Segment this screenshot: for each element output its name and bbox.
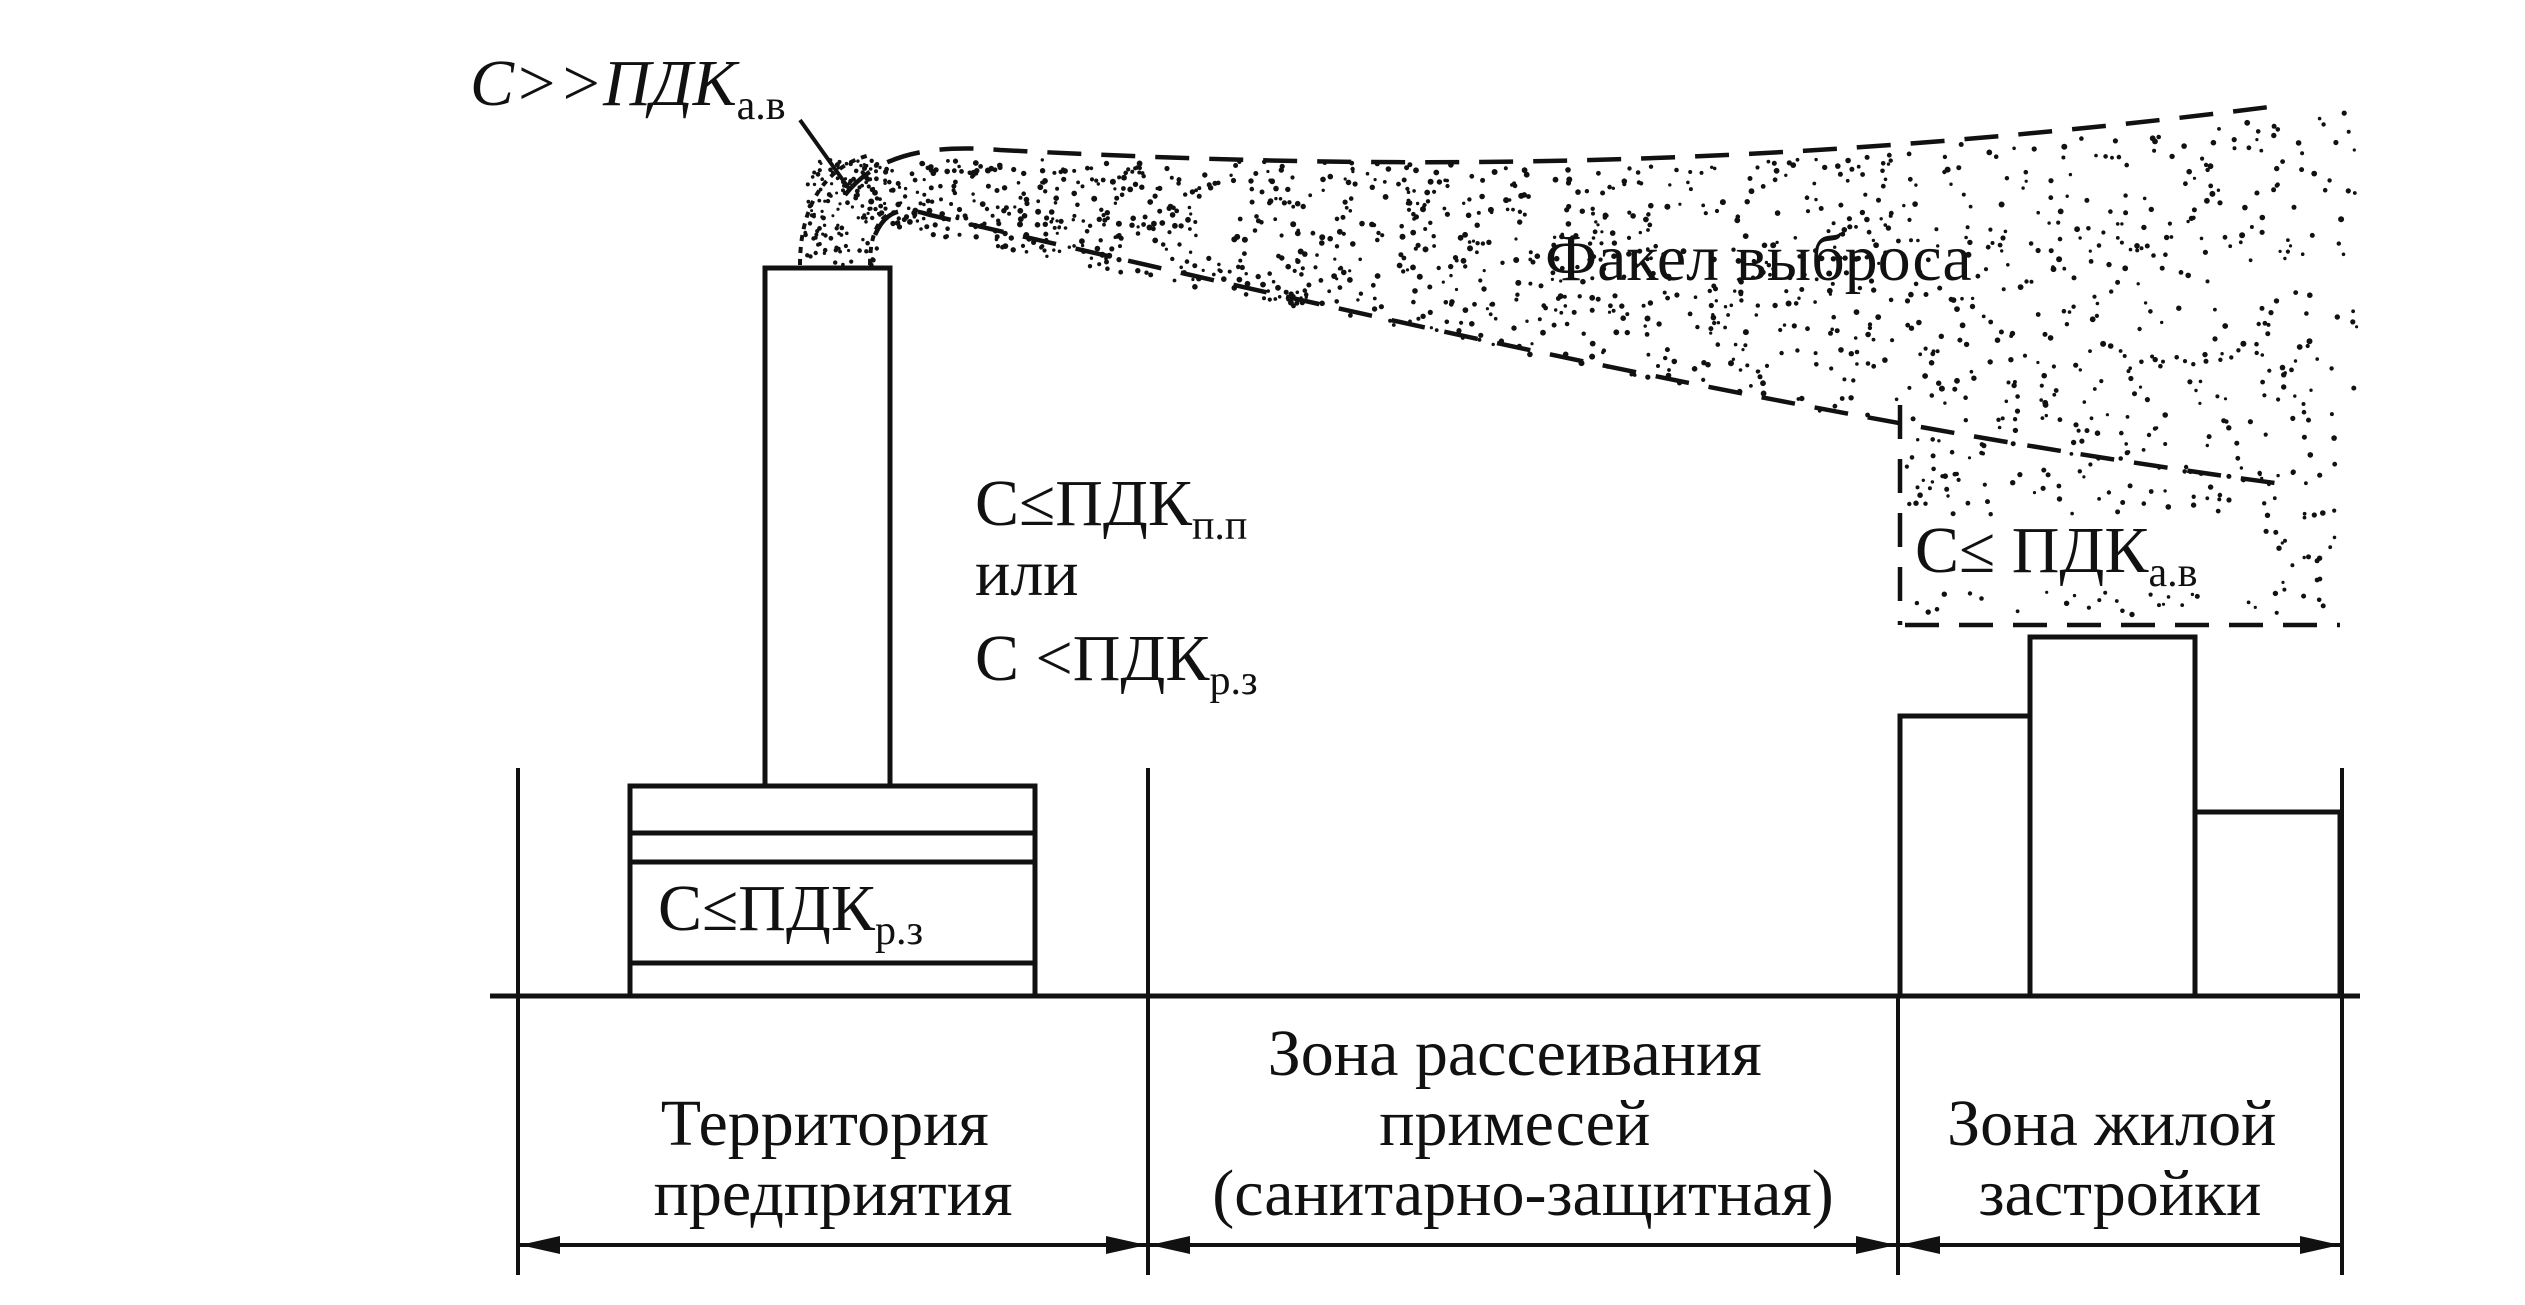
zone-label-dispersion: Зона рассеивания примесей (санитарно-защ… [1212,1017,1834,1230]
zone-label-residential: Зона жилой застройки [1947,1087,2293,1230]
middle-condition-line1: C≤ПДКп.п [975,467,1247,549]
chimney [762,265,893,789]
stack-top-label: C>>ПДКа.в [470,47,786,129]
zone-label-enterprise: Территория предприятия [654,1087,1013,1230]
middle-condition-line2: C <ПДКр.з [975,622,1258,704]
plume-lower-edge [872,208,2291,488]
stack-label-leader [798,118,852,192]
residential-buildings [1897,634,2343,996]
plume-upper-edge [843,102,2286,197]
middle-condition-or: или [975,537,1079,610]
building-condition-label: C≤ПДКр.з [658,872,923,954]
stack-smoke-outline [798,153,896,266]
plume-label: Факел выброса [1545,222,1972,295]
residential-condition-label: C≤ ПДКа.в [1915,514,2197,596]
zone-dimension-arrows [520,1236,2340,1254]
residential-plume-dots [1904,408,2338,618]
plume-dots [803,110,2359,418]
